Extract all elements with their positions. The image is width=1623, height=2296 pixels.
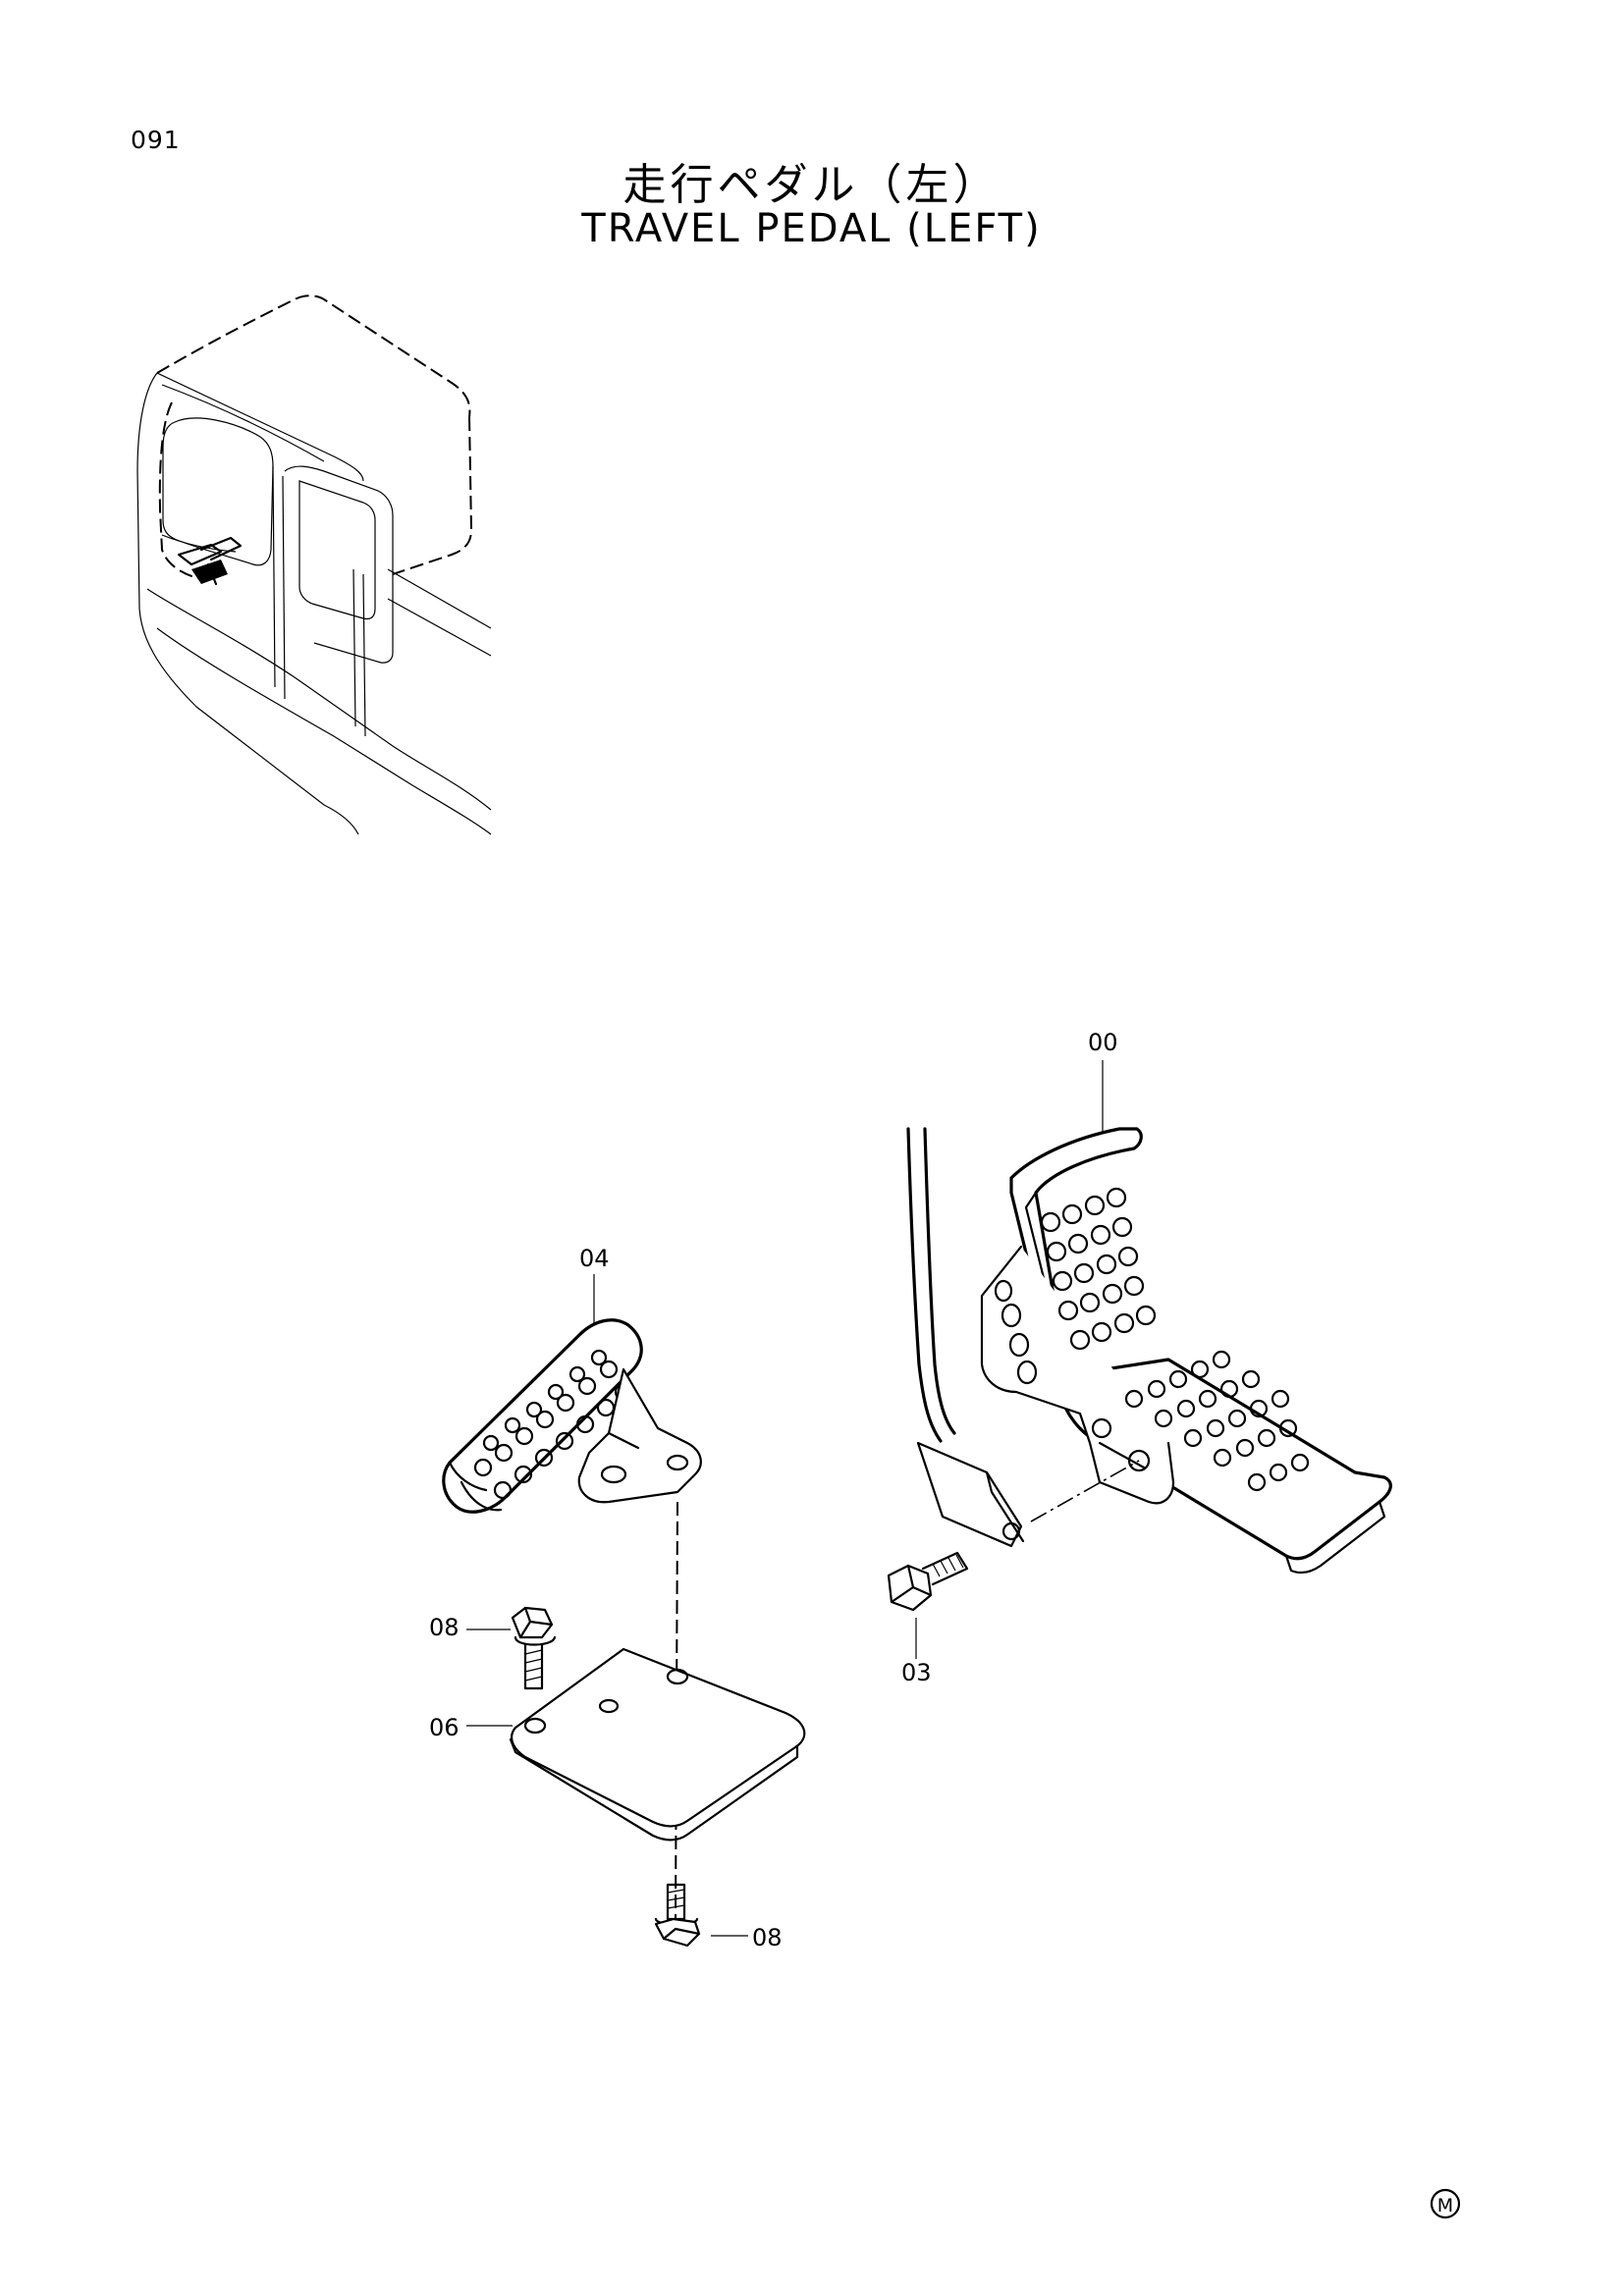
callout-08-upper: 08 (429, 1614, 460, 1641)
leader-lines (466, 1060, 1104, 1937)
page-title-japanese: 走行ペダル（左） (622, 160, 1001, 210)
callout-00: 00 (1088, 1029, 1118, 1056)
bolt-08-upper (511, 1606, 557, 1690)
base-plate-06 (509, 1647, 806, 1842)
page-title-english: TRAVEL PEDAL (LEFT) (581, 206, 1042, 251)
bolt-08-lower (654, 1883, 701, 1948)
callout-04: 04 (579, 1245, 610, 1272)
page-number: 091 (131, 126, 181, 154)
bolt-03 (887, 1551, 969, 1612)
callout-06: 06 (429, 1714, 460, 1741)
manufacturer-mark-letter: M (1437, 2195, 1453, 2216)
pedal-00-upper-studs (1040, 1187, 1157, 1351)
pedal-04 (442, 1318, 702, 1514)
cab-locator-view (136, 294, 492, 835)
callout-08-lower: 08 (752, 1924, 783, 1951)
centerline-03 (1030, 1460, 1140, 1522)
manufacturer-mark: M (1430, 2188, 1461, 2219)
pedal-assembly-00 (906, 1127, 1392, 1575)
callout-03: 03 (901, 1659, 932, 1686)
pedal-00-lower-studs (1124, 1350, 1310, 1492)
assembly-line-04-06-08 (675, 1501, 678, 1925)
